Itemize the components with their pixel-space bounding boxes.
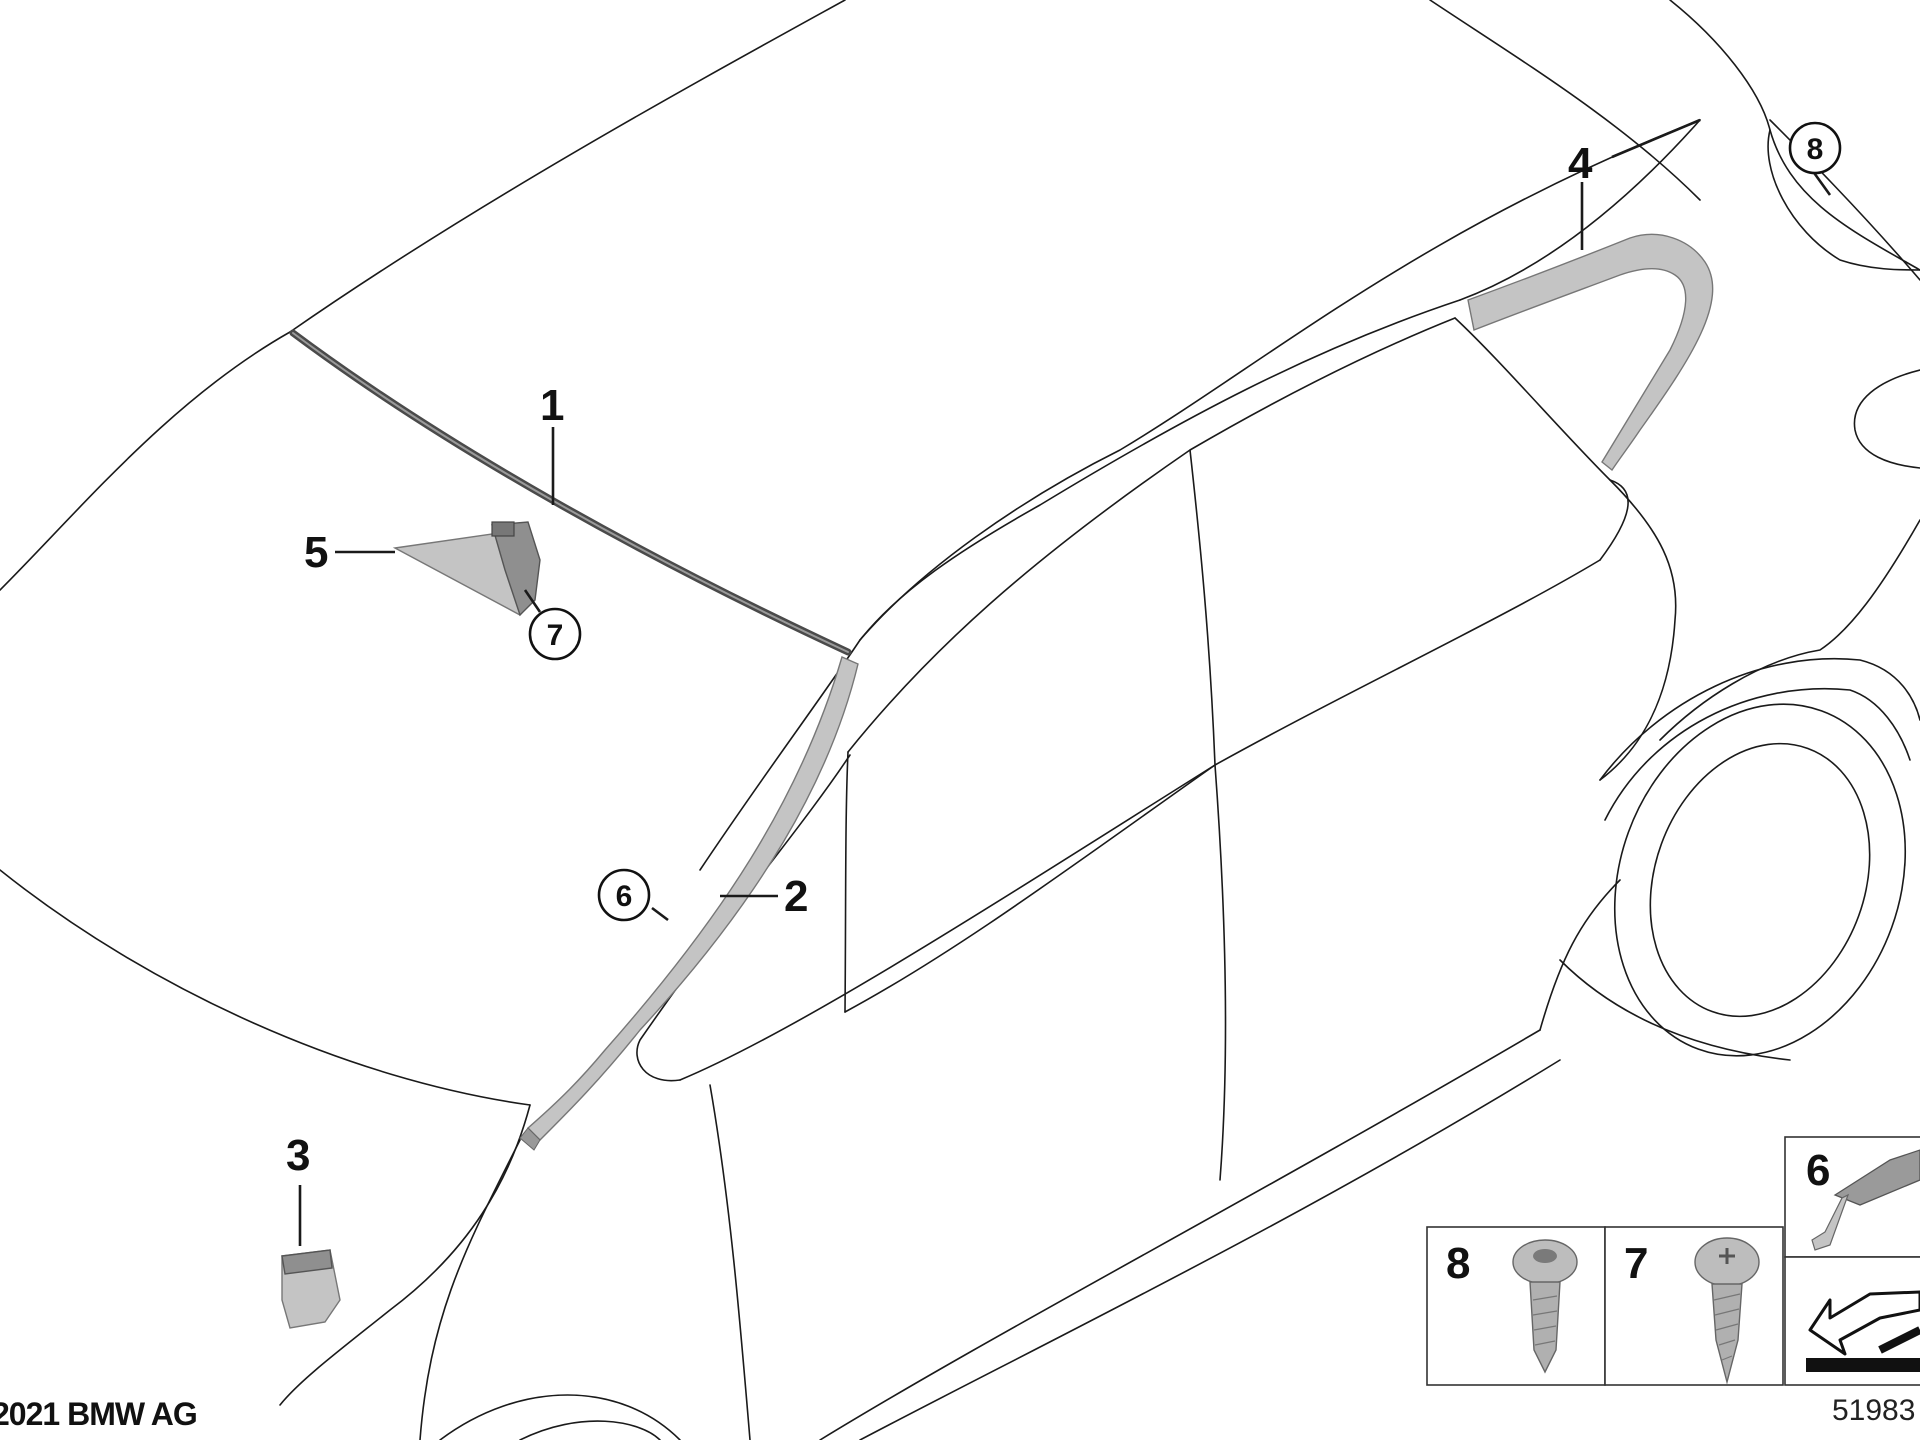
sensor-bracket-part — [392, 521, 541, 617]
leader-lines — [298, 118, 1832, 1246]
callout-circle-8 — [1788, 121, 1842, 175]
clip-part — [281, 1249, 341, 1329]
callout-8: 8 — [1807, 133, 1824, 166]
rear-roof-trim-part — [1467, 233, 1714, 472]
callout-5: 5 — [304, 528, 328, 577]
drawing-number: 51983 — [1832, 1394, 1915, 1427]
trim-clip-icon — [1811, 1149, 1920, 1251]
screw-icon — [1512, 1239, 1578, 1374]
callout-7: 7 — [547, 619, 564, 652]
legend-number-7: 7 — [1624, 1239, 1648, 1288]
self-tapping-screw-icon — [1694, 1237, 1760, 1385]
legend-number-6: 6 — [1806, 1146, 1830, 1195]
copyright-text: 2021 BMW AG — [0, 1396, 197, 1432]
fastener-legend: 8 7 6 — [1426, 1136, 1920, 1386]
callout-circle-6 — [597, 868, 651, 922]
callout-6: 6 — [616, 880, 633, 913]
legend-number-8: 8 — [1446, 1239, 1470, 1288]
callout-circle-7 — [528, 607, 582, 661]
arrow-symbol-icon — [1806, 1290, 1920, 1372]
callout-1: 1 — [540, 381, 564, 430]
roof-trim-strip-part — [289, 329, 852, 656]
callout-2: 2 — [784, 872, 808, 921]
callout-3: 3 — [286, 1131, 310, 1180]
a-pillar-trim-part — [526, 656, 859, 1141]
callout-4: 4 — [1568, 139, 1593, 188]
